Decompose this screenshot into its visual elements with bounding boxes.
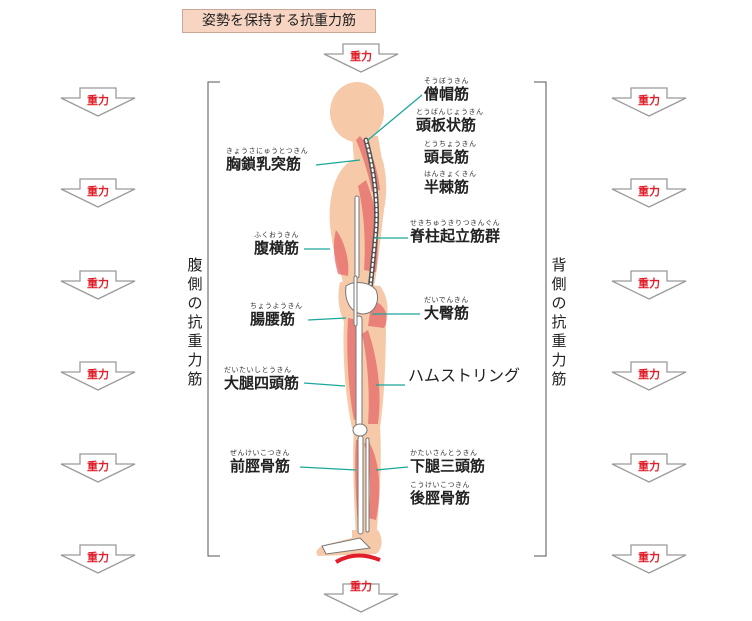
front-group-label: 腹側の抗重力筋	[187, 256, 203, 388]
muscle-name: 後脛骨筋	[410, 489, 471, 507]
muscle-name: 胸鎖乳突筋	[226, 155, 302, 173]
back-group-label: 背側の抗重力筋	[551, 256, 567, 388]
gravity-label: 重力	[638, 551, 660, 564]
back-muscle-label: ハムストリング	[408, 367, 520, 384]
muscle-reading: だいでんきん	[424, 296, 469, 304]
gravity-label: 重力	[87, 185, 109, 198]
muscle-reading: ちょうようきん	[250, 302, 303, 310]
back-muscle-label: こうけいこつきん 後脛骨筋	[410, 481, 470, 507]
front-muscle-label: ふくおうきん 腹横筋	[254, 231, 299, 257]
back-muscle-label: せきちゅうきりつきんぐん 脊柱起立筋群	[410, 219, 500, 245]
gravity-label: 重力	[638, 185, 660, 198]
muscle-reading: ぜんけいこつきん	[230, 449, 290, 457]
diagram-title: 姿勢を保持する抗重力筋	[182, 9, 376, 33]
muscle-name: 前脛骨筋	[230, 457, 291, 475]
muscle-name: 下腿三頭筋	[410, 457, 486, 475]
muscle-name: 大臀筋	[424, 304, 470, 322]
front-muscle-label: だいたいしとうきん 大腿四頭筋	[224, 366, 299, 392]
muscle-reading: とうちょうきん	[424, 140, 477, 148]
gravity-label: 重力	[638, 94, 660, 107]
gravity-label: 重力	[87, 551, 109, 564]
muscle-reading: かたいさんとうきん	[410, 449, 478, 457]
muscle-name: 大腿四頭筋	[224, 374, 300, 392]
muscle-name: 僧帽筋	[424, 85, 470, 103]
gravity-label: 重力	[350, 50, 372, 63]
front-muscle-label: きょうさにゅうとつきん 胸鎖乳突筋	[226, 147, 308, 173]
muscle-reading: こうけいこつきん	[410, 481, 470, 489]
muscle-reading: そうぼうきん	[424, 77, 469, 85]
back-muscle-label: だいでんきん 大臀筋	[424, 296, 469, 322]
gravity-label: 重力	[638, 277, 660, 290]
back-muscle-label: はんきょくきん 半棘筋	[424, 170, 477, 196]
gravity-label: 重力	[350, 580, 372, 593]
gravity-label: 重力	[638, 368, 660, 381]
gravity-label: 重力	[87, 277, 109, 290]
muscle-name: 頭長筋	[424, 148, 470, 166]
muscle-name: 頭板状筋	[416, 116, 477, 134]
muscle-name: ハムストリング	[408, 366, 521, 385]
front-muscle-label: ぜんけいこつきん 前脛骨筋	[230, 449, 290, 475]
muscle-name: 脊柱起立筋群	[410, 227, 501, 245]
muscle-reading: せきちゅうきりつきんぐん	[410, 219, 501, 227]
gravity-label: 重力	[87, 94, 109, 107]
back-muscle-label: かたいさんとうきん 下腿三頭筋	[410, 449, 485, 475]
back-muscle-label: そうぼうきん 僧帽筋	[424, 77, 469, 103]
muscle-name: 腸腰筋	[250, 310, 296, 328]
muscle-name: 半棘筋	[424, 178, 470, 196]
muscle-reading: きょうさにゅうとつきん	[226, 147, 309, 155]
muscle-reading: はんきょくきん	[424, 170, 477, 178]
back-muscle-label: とうちょうきん 頭長筋	[424, 140, 477, 166]
gravity-label: 重力	[87, 368, 109, 381]
muscle-name: 腹横筋	[254, 239, 300, 257]
muscle-reading: ふくおうきん	[254, 231, 299, 239]
muscle-reading: とうばんじょうきん	[416, 108, 484, 116]
muscle-reading: だいたいしとうきん	[224, 366, 292, 374]
gravity-label: 重力	[638, 460, 660, 473]
front-muscle-label: ちょうようきん 腸腰筋	[250, 302, 303, 328]
back-muscle-label: とうばんじょうきん 頭板状筋	[416, 108, 484, 134]
gravity-label: 重力	[87, 460, 109, 473]
